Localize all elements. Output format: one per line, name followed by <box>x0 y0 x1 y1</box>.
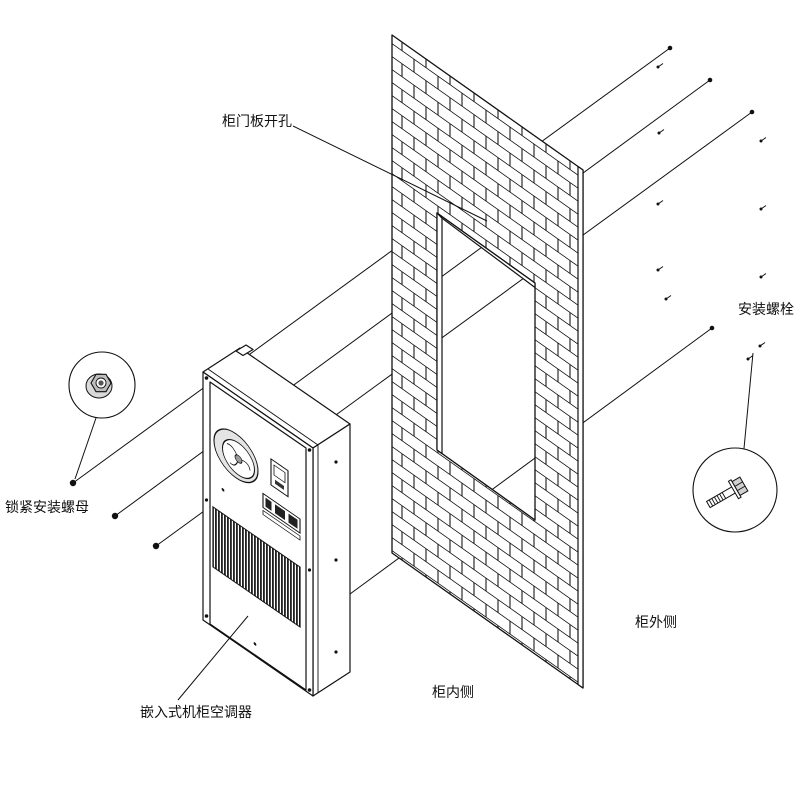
control-button <box>275 504 285 521</box>
nut-icon <box>111 512 119 520</box>
control-button <box>265 497 272 511</box>
panel-edge-thickness <box>577 165 584 689</box>
ac-unit-front-features <box>212 428 301 646</box>
ac-unit-flange-seam-top <box>207 368 319 446</box>
side-screw <box>334 460 338 464</box>
ac-unit-side-face <box>312 423 351 697</box>
label-door-cutout: 柜门板开孔 <box>222 114 292 130</box>
side-screw <box>334 558 338 562</box>
control-button <box>288 513 298 529</box>
display-key <box>275 479 284 490</box>
bolt-icon <box>667 45 673 51</box>
nut-callout-leader <box>74 417 97 480</box>
label-mounting-bolt: 安装螺栓 <box>738 302 794 318</box>
flange-screw <box>204 614 209 618</box>
label-ac-unit: 嵌入式机柜空调器 <box>140 705 252 721</box>
control-panel <box>262 492 301 541</box>
nut-icon <box>69 479 77 487</box>
screw-icon <box>746 355 754 361</box>
bolt-icon <box>749 109 755 115</box>
screw-icon <box>758 342 766 348</box>
side-screw <box>334 650 338 654</box>
ac-unit-lifting-lug <box>235 344 254 357</box>
hex-nut-icon <box>85 373 113 399</box>
screw-icon <box>759 273 767 279</box>
nut-icon <box>152 542 160 550</box>
screw-icon <box>759 137 767 143</box>
ac-unit-leader <box>177 615 249 701</box>
nut-callout <box>68 351 136 480</box>
bolt-icon <box>707 77 713 83</box>
panel-screw <box>253 642 257 646</box>
bolt-callout <box>692 352 778 533</box>
flange-screw <box>204 498 209 502</box>
ac-unit <box>202 344 351 697</box>
panel-screw <box>221 488 225 492</box>
label-locking-nut: 锁紧安装螺母 <box>5 500 89 516</box>
label-cabinet-outside: 柜外侧 <box>635 615 677 631</box>
alignment-line-1 <box>72 47 671 484</box>
flange-screw <box>307 568 312 572</box>
screw-icon <box>664 295 672 301</box>
mounting-bolts <box>656 45 767 361</box>
control-panel-strip <box>262 509 301 541</box>
nut-thread <box>98 380 104 386</box>
locking-nuts <box>69 479 160 550</box>
flange-screw <box>307 448 312 452</box>
bolt-head-facet <box>734 481 746 492</box>
label-cabinet-inside: 柜内侧 <box>432 685 474 701</box>
fan-hub <box>234 454 243 464</box>
display-panel <box>270 458 289 498</box>
vent-grille <box>212 505 301 629</box>
display-screen <box>273 464 286 484</box>
screw-icon <box>656 63 664 69</box>
screw-icon <box>656 266 664 272</box>
flange-screw <box>307 688 312 692</box>
hex-bolt-icon <box>705 476 749 509</box>
screw-icon <box>759 205 767 211</box>
bolt-callout-leader <box>743 352 754 449</box>
fan-icon <box>213 428 259 484</box>
flange-screw <box>204 376 209 380</box>
screw-icon <box>656 200 664 206</box>
screw-icon <box>657 129 665 135</box>
cutout-opening-outline <box>436 212 536 521</box>
door-cutout-leader <box>292 125 488 222</box>
bolt-thread <box>708 492 727 507</box>
bolt-head <box>731 476 749 497</box>
bolt-icon <box>709 325 715 331</box>
cutout-left-depth <box>436 212 443 455</box>
